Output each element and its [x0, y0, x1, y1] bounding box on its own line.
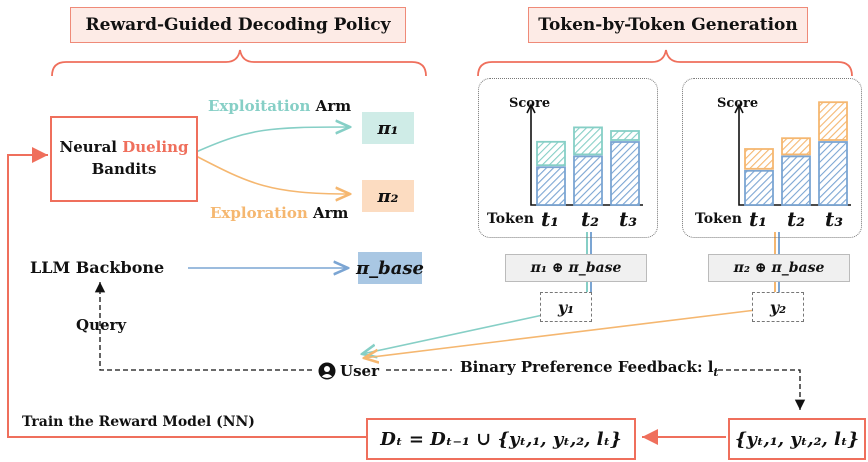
right-section-title: Token-by-Token Generation [528, 7, 808, 43]
combined-policy-2: π₂ ⊕ π_base [708, 254, 850, 282]
token-axis-label: Token [695, 211, 742, 227]
neural-dueling-bandits-box: Neural Dueling Bandits [50, 116, 198, 202]
output-y2: y₂ [752, 292, 804, 322]
score-axis-label: Score [717, 96, 759, 111]
exploration-curve [195, 155, 350, 194]
exploitation-curve [195, 127, 350, 153]
feedback-label: Binary Preference Feedback: lt [460, 358, 719, 379]
panel-exploitation: Score Token t₁ t₂ t₃ [478, 78, 658, 238]
feedback-subscript: t [713, 366, 719, 379]
chart-axes [530, 107, 643, 206]
exploration-arm-label: Exploration Arm [210, 206, 348, 221]
panel-exploration: Score Token t₁ t₂ t₃ [682, 78, 862, 238]
base-score-bar [573, 155, 603, 206]
token-t3: t₃ [619, 207, 637, 231]
base-score-bar [536, 166, 566, 206]
policy-pibase: π_base [356, 252, 424, 284]
feedback-path [718, 369, 806, 410]
score-chart-1 [526, 103, 643, 206]
token-t2: t₂ [787, 207, 805, 231]
exploitation-arm-label: Exploitation Arm [208, 99, 351, 114]
output-y1: y₁ [540, 292, 592, 322]
left-section-title: Reward-Guided Decoding Policy [70, 7, 406, 43]
arm-score-bar [573, 126, 603, 156]
token-t1: t₁ [749, 207, 767, 231]
bandits-label-dueling: Dueling [122, 138, 189, 157]
query-label: Query [76, 316, 127, 334]
arm-score-bar [818, 101, 848, 141]
token-t2: t₂ [581, 207, 599, 231]
exploration-word: Exploration [210, 204, 308, 222]
query-path [94, 282, 312, 371]
policy-pi2: π₂ [362, 180, 414, 212]
base-score-bar [781, 155, 811, 206]
bandits-label-prefix: Neural [59, 138, 123, 157]
right-brace [477, 49, 853, 77]
y2-to-user [364, 309, 757, 358]
token-t1: t₁ [541, 207, 559, 231]
arm-score-bar [781, 137, 811, 156]
train-path [7, 147, 366, 438]
combined-policy-1: π₁ ⊕ π_base [505, 254, 647, 282]
arm-word-1: Arm [310, 97, 352, 115]
token-t3: t₃ [825, 207, 843, 231]
bandits-label-line2: Bandits [91, 160, 157, 178]
base-score-bar [610, 141, 640, 206]
chart-axes [738, 107, 851, 206]
feedback-text: Binary Preference Feedback: l [460, 358, 714, 376]
base-score-bar [818, 141, 848, 206]
arm-score-bar [536, 140, 566, 167]
y1-to-user [362, 309, 567, 354]
policy-pi1: π₁ [362, 112, 414, 144]
left-brace [51, 49, 427, 77]
arm-score-bar [744, 148, 774, 170]
score-axis-label: Score [509, 96, 551, 111]
score-chart-2 [734, 101, 851, 206]
arm-word-2: Arm [307, 204, 349, 222]
user-node: User [318, 362, 379, 380]
preference-pair-box: {yₜ,₁, yₜ,₂, lₜ} [728, 418, 866, 460]
base-score-bar [744, 169, 774, 206]
user-label: User [340, 361, 379, 380]
exploitation-word: Exploitation [208, 97, 311, 115]
dataset-update-box: Dₜ = Dₜ₋₁ ∪ {yₜ,₁, yₜ,₂, lₜ} [366, 418, 636, 460]
arm-score-bar [610, 130, 640, 141]
user-icon [318, 362, 336, 380]
token-axis-label: Token [487, 211, 534, 227]
llm-backbone-label: LLM Backbone [30, 258, 165, 277]
train-reward-model-label: Train the Reward Model (NN) [22, 414, 255, 430]
